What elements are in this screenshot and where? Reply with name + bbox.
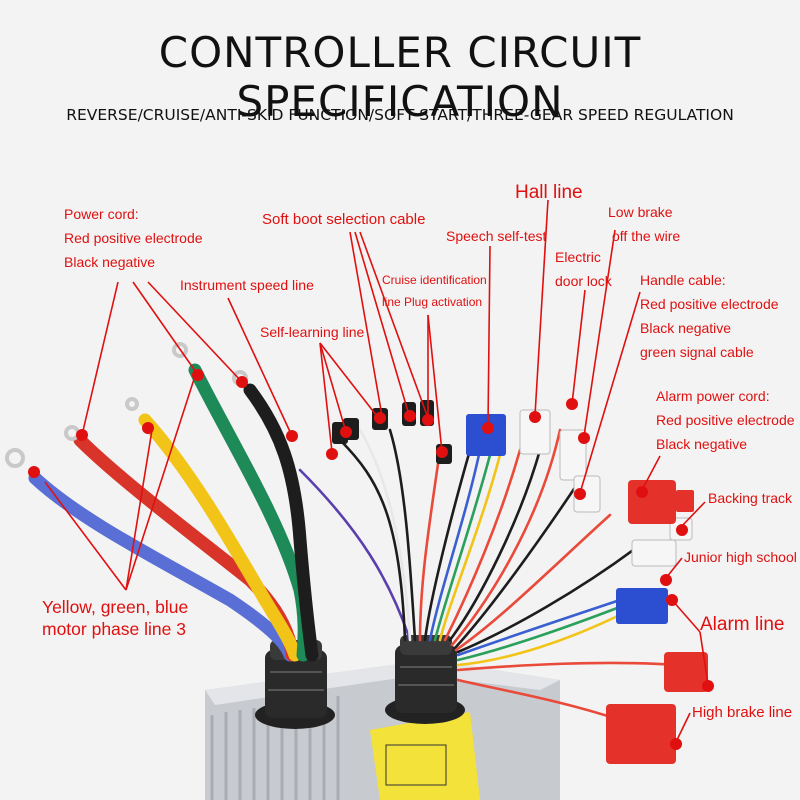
cable-gland-right	[385, 635, 465, 724]
motor-phase-line-1: Yellow, green, blue	[42, 597, 189, 617]
motor-phase-line-2: motor phase line 3	[42, 619, 186, 639]
page-title: CONTROLLER CIRCUIT SPECIFICATION	[158, 28, 642, 126]
label-handle-cable: Handle cable: Red positive electrode Bla…	[640, 268, 779, 364]
label-motor-phase: Yellow, green, blue motor phase line 3	[42, 596, 188, 640]
annotation-dots	[28, 369, 714, 750]
controller-housing	[205, 660, 560, 800]
red-connectors	[606, 480, 708, 764]
white-connectors	[519, 409, 693, 567]
label-alarm-line: Alarm line	[700, 614, 785, 635]
cable-gland-left	[255, 640, 335, 729]
ring-terminals	[5, 342, 248, 468]
alarm-power-line-3: Black negative	[656, 436, 748, 452]
handle-cable-line-4: green signal cable	[640, 344, 754, 360]
label-speech-self-test: Speech self-test	[446, 228, 547, 244]
alarm-power-line-2: Red positive electrode	[656, 412, 795, 428]
label-instrument-speed: Instrument speed line	[180, 277, 314, 293]
power-cord-line-1: Power cord:	[64, 206, 139, 222]
power-cord-line-3: Black negative	[64, 254, 156, 270]
electric-door-line-1: Electric	[555, 249, 601, 265]
cruise-line-2: line Plug activation	[382, 295, 483, 309]
power-cord-line-2: Red positive electrode	[64, 230, 203, 246]
page-subtitle: REVERSE/CRUISE/ANTI-SKID FUNCTION/SOFT S…	[66, 106, 734, 124]
cruise-line-1: Cruise identification	[382, 273, 487, 287]
signal-wires	[298, 428, 682, 722]
label-low-brake: Low brake off the wire	[608, 200, 680, 248]
label-electric-door-lock: Electric door lock	[555, 245, 612, 293]
label-alarm-power: Alarm power cord: Red positive electrode…	[656, 384, 795, 456]
handle-cable-line-3: Black negative	[640, 320, 732, 336]
label-self-learning: Self-learning line	[260, 324, 365, 340]
handle-cable-line-1: Handle cable:	[640, 272, 726, 288]
blue-connectors	[466, 414, 668, 624]
electric-door-line-2: door lock	[555, 273, 612, 289]
label-cruise: Cruise identification line Plug activati…	[382, 269, 487, 313]
label-high-brake-line: High brake line	[692, 704, 793, 721]
handle-cable-line-2: Red positive electrode	[640, 296, 779, 312]
label-hall-line: Hall line	[515, 182, 583, 203]
label-junior-high-school: Junior high school	[684, 549, 797, 565]
label-soft-boot: Soft boot selection cable	[262, 211, 426, 228]
leader-lines	[44, 199, 709, 743]
low-brake-line-2: off the wire	[612, 228, 681, 244]
label-backing-track: Backing track	[708, 490, 793, 506]
alarm-power-line-1: Alarm power cord:	[656, 388, 770, 404]
label-power-cord: Power cord: Red positive electrode Black…	[64, 202, 203, 274]
phase-wires	[28, 363, 319, 662]
low-brake-line-1: Low brake	[608, 204, 673, 220]
